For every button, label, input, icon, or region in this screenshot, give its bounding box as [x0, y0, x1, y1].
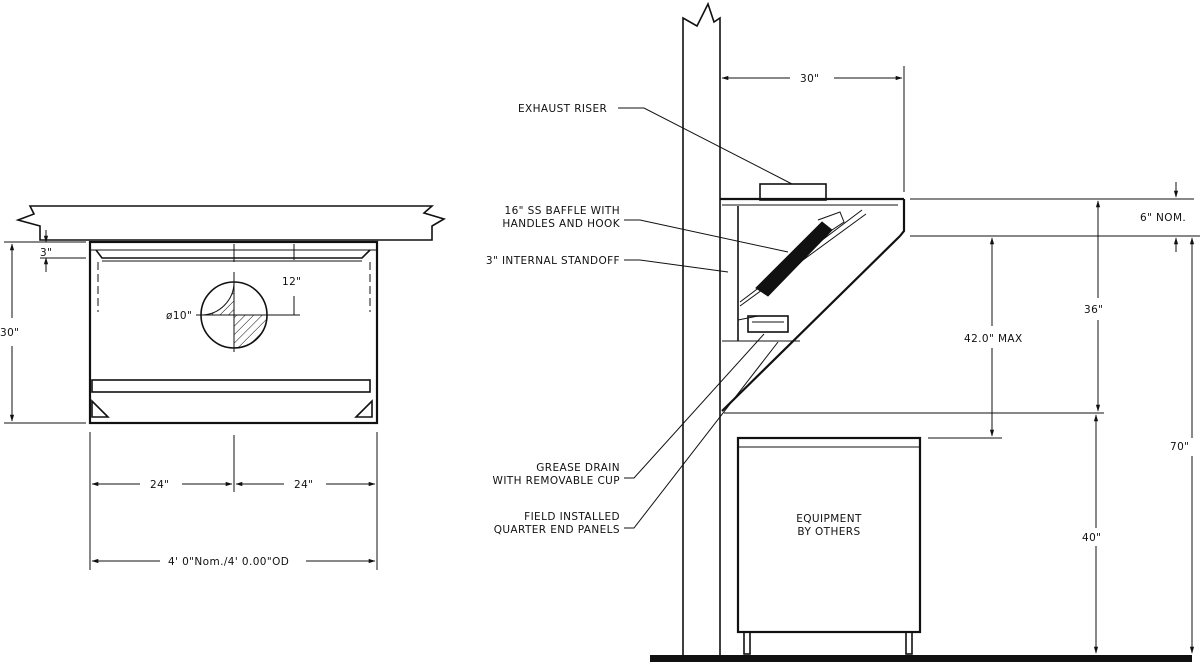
dim-nominal-gap: 6" NOM.: [1140, 212, 1186, 224]
front-view: 3" 30" 12" ø10" 24" 24" 4' 0"Nom./4' 0.0…: [0, 205, 446, 570]
exhaust-riser: [759, 183, 827, 201]
front-hood-body: [88, 240, 379, 425]
label-equipment-1: EQUIPMENT: [796, 513, 862, 525]
front-corner-right: [354, 399, 373, 418]
label-grease-drain-2: WITH REMOVABLE CUP: [493, 475, 620, 487]
baffle-filter: [755, 221, 833, 297]
grease-cup: [747, 315, 789, 333]
label-end-panels-2: QUARTER END PANELS: [494, 524, 620, 536]
label-end-panels-1: FIELD INSTALLED: [524, 511, 620, 523]
front-ceiling-slab: [15, 205, 446, 241]
dim-collar-offset: 12": [282, 276, 301, 288]
dim-right-half: 24": [294, 479, 313, 491]
equipment-box: [736, 436, 922, 634]
dim-max-clearance: 42.0" MAX: [964, 333, 1023, 345]
front-grease-trough: [91, 379, 371, 393]
dim-top-gap: 3": [40, 247, 52, 259]
label-internal-standoff: 3" INTERNAL STANDOFF: [486, 255, 620, 267]
front-corner-left: [91, 399, 110, 418]
dim-hood-height-front: 30": [0, 327, 19, 339]
dim-left-half: 24": [150, 479, 169, 491]
dim-total-height: 70": [1170, 441, 1189, 453]
side-view: EQUIPMENT BY OTHERS 30" 6" NOM. 36" 42.0…: [486, 1, 1200, 662]
label-equipment-2: BY OTHERS: [797, 526, 860, 538]
label-grease-drain-1: GREASE DRAIN: [536, 462, 620, 474]
floor-line: [650, 655, 1192, 662]
label-baffle-1: 16" SS BAFFLE WITH: [505, 205, 620, 217]
label-exhaust-riser: EXHAUST RISER: [518, 103, 607, 115]
dim-hood-height: 36": [1084, 304, 1103, 316]
side-wall: [682, 1, 721, 661]
dim-collar-diameter: ø10": [166, 310, 192, 322]
dim-equipment-height: 40": [1082, 532, 1101, 544]
label-baffle-2: HANDLES AND HOOK: [502, 218, 620, 230]
dim-hood-depth: 30": [800, 73, 819, 85]
dim-overall-width: 4' 0"Nom./4' 0.00"OD: [168, 556, 289, 568]
